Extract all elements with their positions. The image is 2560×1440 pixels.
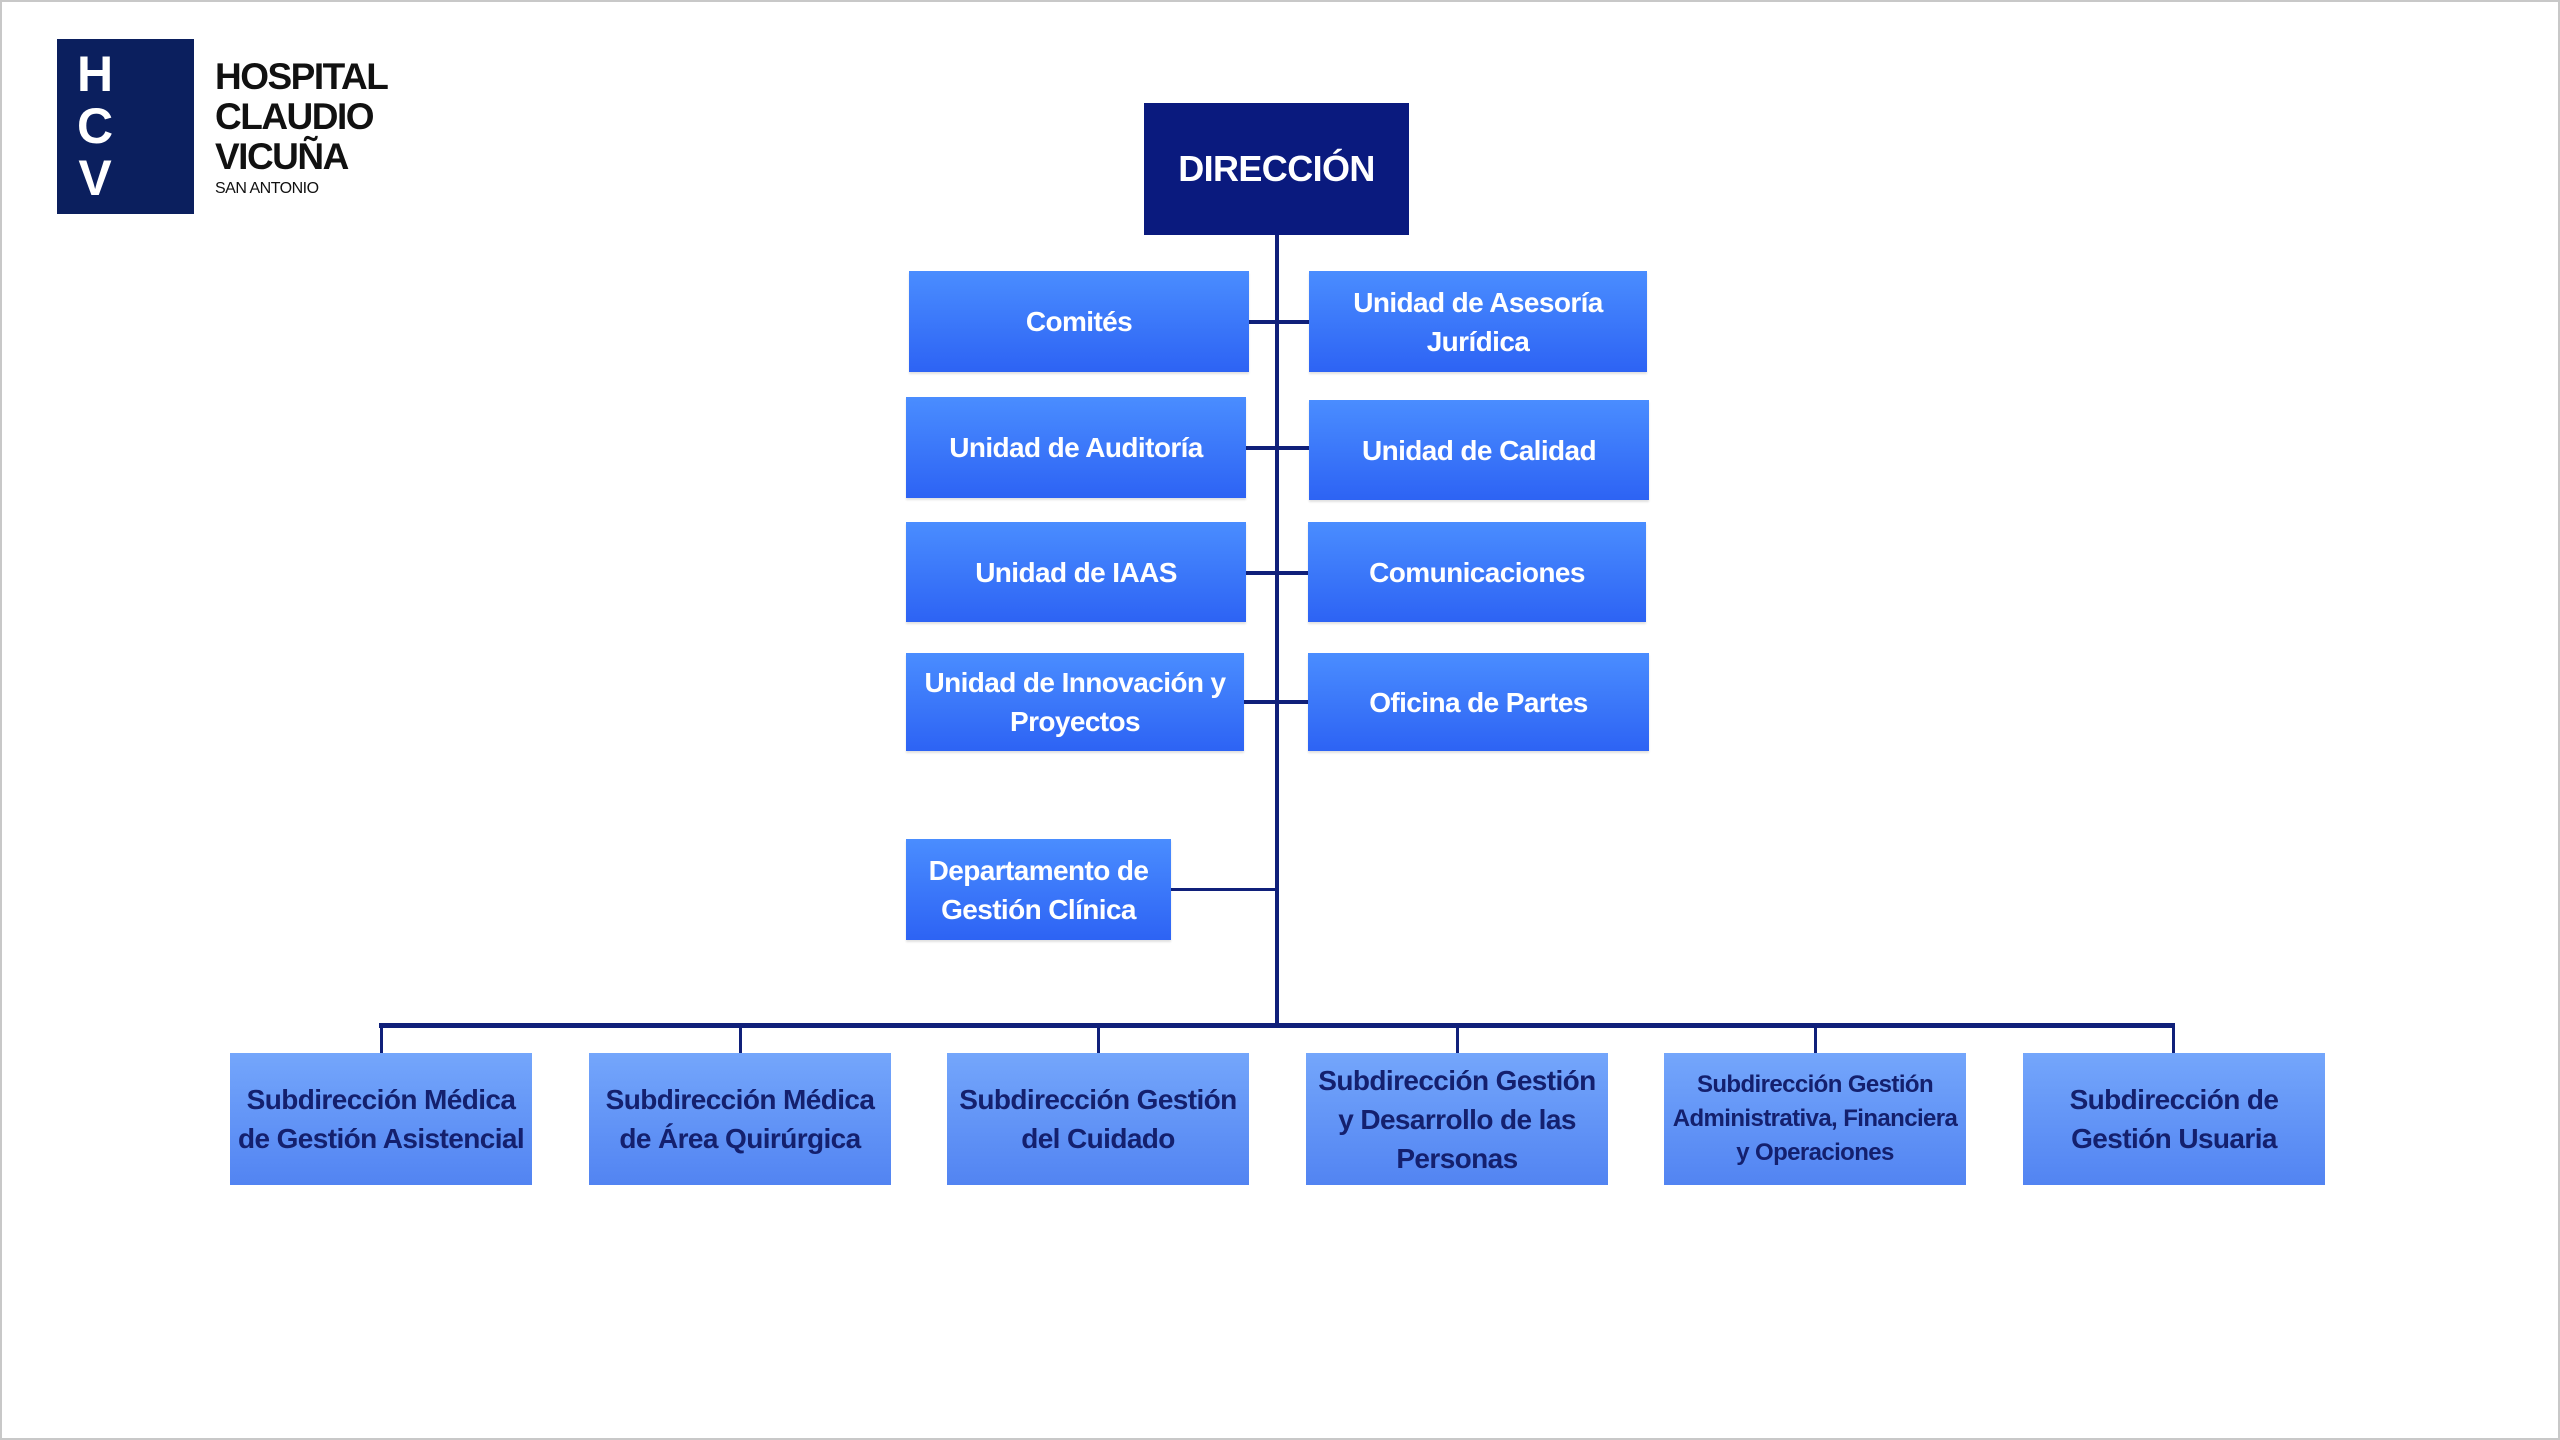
unit-box-oficina-partes: Oficina de Partes bbox=[1308, 653, 1649, 751]
logo-name-line: CLAUDIO bbox=[215, 96, 375, 137]
logo-letter-c: C bbox=[76, 98, 114, 154]
subdirection-box: Subdirección de Gestión Usuaria bbox=[2023, 1053, 2325, 1185]
unit-box-auditoria: Unidad de Auditoría bbox=[906, 397, 1246, 498]
unit-box-comites: Comités bbox=[909, 271, 1249, 372]
unit-box-asesoria-juridica: Unidad de Asesoría Jurídica bbox=[1309, 271, 1647, 372]
drop-connector bbox=[1814, 1025, 1817, 1053]
connector-row-4 bbox=[1244, 700, 1309, 704]
logo-letter-h: H bbox=[76, 46, 114, 102]
logo-name-line: HOSPITAL bbox=[215, 56, 389, 97]
hospital-logo: H C V bbox=[57, 39, 194, 214]
main-vertical-connector bbox=[1275, 235, 1279, 1027]
logo-name-line: VICUÑA bbox=[215, 136, 349, 177]
connector-row-2 bbox=[1246, 446, 1309, 450]
drop-connector bbox=[739, 1025, 742, 1053]
unit-box-calidad: Unidad de Calidad bbox=[1309, 400, 1649, 500]
logo-name: HOSPITAL CLAUDIO VICUÑA bbox=[215, 56, 389, 177]
subdirection-box: Subdirección Gestión y Desarrollo de las… bbox=[1306, 1053, 1608, 1185]
unit-box-innovacion: Unidad de Innovación y Proyectos bbox=[906, 653, 1244, 751]
unit-box-comunicaciones: Comunicaciones bbox=[1308, 522, 1646, 622]
drop-connector bbox=[1097, 1025, 1100, 1053]
drop-connector bbox=[2172, 1025, 2175, 1053]
logo-subtitle: SAN ANTONIO bbox=[215, 180, 319, 197]
logo-letter-v: V bbox=[78, 150, 112, 206]
direction-box: DIRECCIÓN bbox=[1144, 103, 1409, 235]
department-box-gestion-clinica: Departamento de Gestión Clínica bbox=[906, 839, 1171, 940]
connector-department bbox=[1171, 888, 1277, 891]
horizontal-bus-connector bbox=[379, 1023, 2175, 1028]
connector-row-3 bbox=[1246, 571, 1309, 575]
subdirection-box: Subdirección Médica de Área Quirúrgica bbox=[589, 1053, 891, 1185]
subdirection-box: Subdirección Médica de Gestión Asistenci… bbox=[230, 1053, 532, 1185]
connector-row-1 bbox=[1249, 320, 1309, 324]
subdirection-box: Subdirección Gestión Administrativa, Fin… bbox=[1664, 1053, 1966, 1185]
subdirection-box: Subdirección Gestión del Cuidado bbox=[947, 1053, 1249, 1185]
drop-connector bbox=[1456, 1025, 1459, 1053]
drop-connector bbox=[380, 1025, 383, 1053]
unit-box-iaas: Unidad de IAAS bbox=[906, 522, 1246, 622]
